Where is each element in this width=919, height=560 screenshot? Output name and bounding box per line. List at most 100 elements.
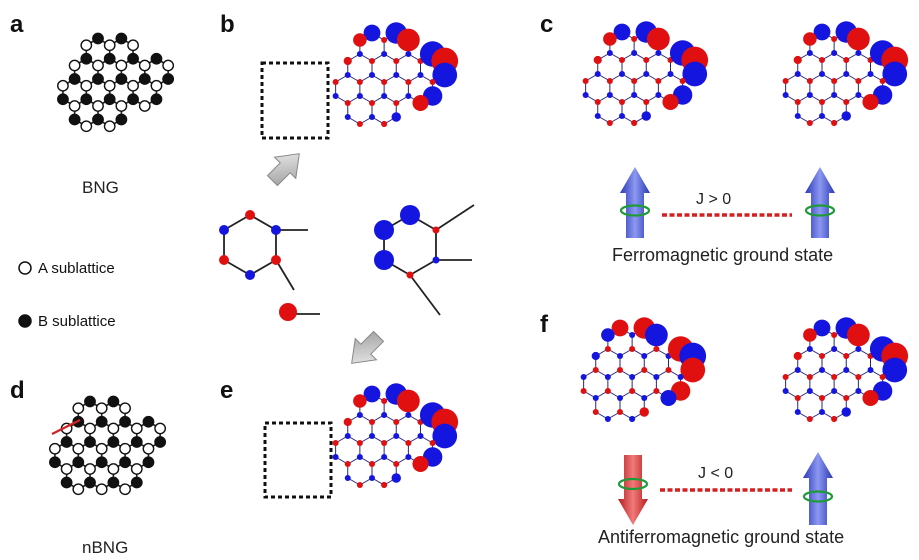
- b-sublattice-site: [80, 52, 93, 65]
- spin-down-site: [831, 36, 838, 42]
- b-sublattice-site: [92, 73, 104, 85]
- a-sublattice-site: [162, 59, 175, 72]
- bng-caption: BNG: [82, 178, 119, 197]
- spin-up-site: [806, 388, 813, 394]
- panel-label-b: b: [220, 11, 235, 38]
- bng-spin-density: [332, 22, 459, 128]
- b-sublattice-site: [162, 73, 175, 85]
- a-sublattice-site: [127, 79, 139, 92]
- spin-up-site: [843, 367, 850, 373]
- spin-up-site: [356, 51, 363, 57]
- spin-down-site: [855, 78, 862, 84]
- b-sublattice-site: [84, 476, 96, 489]
- spin-down-site: [831, 78, 838, 84]
- spin-up-site: [417, 433, 424, 439]
- spin-up-site: [641, 353, 648, 359]
- spin-up-site: [667, 71, 674, 77]
- spin-up-site: [806, 92, 813, 98]
- spin-up-site: [393, 433, 400, 439]
- spin-down-site: [393, 419, 400, 425]
- spin-down-site: [619, 99, 625, 105]
- a-sublattice-site: [95, 442, 108, 455]
- spin-down-site: [393, 100, 400, 106]
- spin-up-site: [374, 220, 395, 240]
- spin-up-site: [855, 346, 862, 352]
- b-sublattice-site: [72, 456, 85, 469]
- a-sublattice-site: [107, 463, 120, 475]
- spin-up-site: [794, 367, 801, 373]
- spin-up-site: [369, 72, 375, 78]
- a-sublattice-site: [103, 120, 116, 133]
- panel-label-c: c: [540, 11, 553, 38]
- spin-down-site: [629, 388, 636, 394]
- spin-down-site: [782, 78, 789, 84]
- spin-down-site: [343, 417, 352, 427]
- spin-up-site: [604, 374, 611, 380]
- a-sublattice-site: [80, 79, 93, 92]
- a-sublattice-label: A sublattice: [38, 260, 115, 277]
- a-sublattice-site: [68, 100, 81, 112]
- spin-down-site: [617, 367, 623, 373]
- antiferro-flake-right: [782, 317, 909, 423]
- a-sublattice-site: [115, 100, 128, 112]
- b-sublattice-site: [115, 113, 128, 126]
- spin-up-site: [363, 385, 381, 403]
- spin-down-site: [843, 57, 850, 63]
- spin-up-site: [245, 270, 255, 280]
- spin-down-site: [405, 79, 412, 85]
- spin-up-site: [855, 92, 862, 98]
- spin-up-arrow-right: [802, 452, 834, 525]
- panel-label-a: a: [10, 11, 24, 38]
- b-sublattice-site: [142, 415, 155, 428]
- spin-down-site: [662, 93, 679, 111]
- spin-up-site: [655, 92, 662, 98]
- a-sublattice-site: [57, 79, 69, 92]
- spin-rotation-ring: [802, 490, 834, 503]
- arrow-shape: [803, 452, 833, 525]
- spin-up-site: [591, 351, 600, 361]
- spin-down-site: [356, 440, 363, 446]
- b-sublattice-site: [103, 52, 116, 65]
- a-sublattice-site: [84, 463, 96, 475]
- spin-down-site: [803, 328, 817, 342]
- spin-up-site: [369, 475, 375, 481]
- a-sublattice-marker: [18, 261, 32, 275]
- spin-down-site: [332, 79, 339, 85]
- b-sublattice-site: [130, 476, 143, 489]
- a-sublattice-site: [103, 39, 116, 52]
- spin-up-site: [629, 415, 636, 423]
- spin-down-site: [819, 353, 825, 359]
- a-sublattice-site: [95, 402, 108, 415]
- spin-up-site: [391, 112, 401, 122]
- b-sublattice-site: [57, 93, 69, 106]
- panel-label-e: e: [220, 377, 233, 404]
- b-sublattice-site: [127, 52, 139, 65]
- a-sublattice-site: [115, 59, 128, 72]
- spin-up-site: [631, 50, 638, 56]
- spin-down-site: [356, 482, 363, 488]
- a-sublattice-site: [119, 442, 131, 455]
- a-sublattice-site: [154, 422, 167, 435]
- spin-down-site: [665, 367, 672, 373]
- spin-up-site: [644, 323, 668, 347]
- ferro-j-label: J > 0: [696, 191, 731, 208]
- spin-up-site: [629, 374, 636, 380]
- bond: [275, 259, 295, 291]
- spin-down-site: [344, 100, 351, 106]
- panel-label-f: f: [540, 311, 549, 338]
- spin-down-site: [592, 409, 599, 415]
- spin-down-site: [641, 367, 648, 373]
- b-sublattice-site: [60, 436, 73, 448]
- spin-up-site: [391, 473, 401, 483]
- spin-up-site: [831, 346, 838, 352]
- spin-up-site: [332, 454, 339, 460]
- enlarged-ring-right: [374, 204, 475, 316]
- spin-down-site: [831, 415, 838, 423]
- spin-rotation-ring: [619, 204, 651, 217]
- a-sublattice-site: [119, 402, 131, 415]
- b-sublattice-site: [80, 93, 93, 106]
- spin-down-site: [843, 353, 850, 359]
- highlight-box-b: [260, 61, 330, 140]
- ferro-state-label: Ferromagnetic ground state: [612, 245, 833, 265]
- spin-down-site: [381, 79, 388, 85]
